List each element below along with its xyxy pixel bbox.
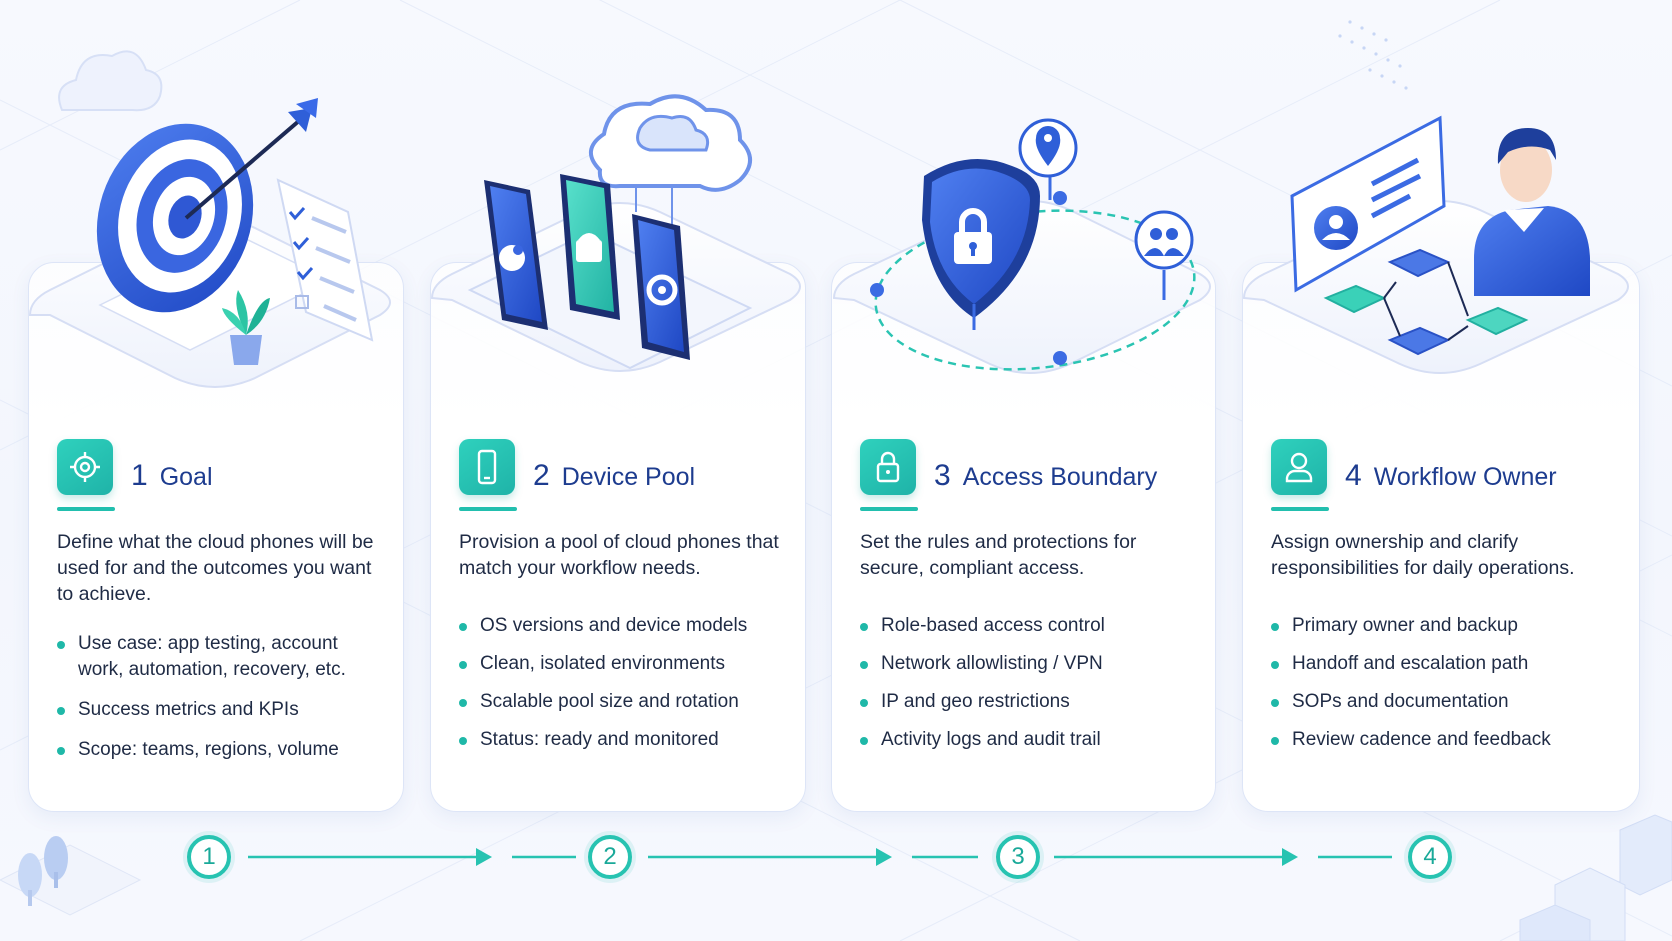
list-item: Activity logs and audit trail (860, 727, 1199, 753)
step-bullets: Use case: app testing, account work, aut… (57, 631, 363, 777)
step-card-access-boundary: 3 Access Boundary Set the rules and prot… (831, 262, 1216, 812)
list-item: Network allowlisting / VPN (860, 651, 1199, 677)
step-number: 2 (533, 459, 550, 492)
list-item: IP and geo restrictions (860, 689, 1199, 715)
step-number: 3 (934, 459, 951, 492)
timeline-step-4: 4 (1408, 835, 1452, 879)
cube-decoration-icon (1519, 814, 1672, 941)
list-item: Scalable pool size and rotation (459, 689, 789, 715)
list-item: OS versions and device models (459, 613, 789, 639)
step-number: 4 (1345, 459, 1362, 492)
list-item: SOPs and documentation (1271, 689, 1623, 715)
list-item: Review cadence and feedback (1271, 727, 1623, 753)
step-card-workflow-owner: 4 Workflow Owner Assign ownership and cl… (1242, 262, 1640, 812)
timeline-step-2: 2 (588, 835, 632, 879)
list-item: Handoff and escalation path (1271, 651, 1623, 677)
step-header: 2 Device Pool (459, 439, 695, 511)
step-title: 1 Goal (131, 459, 213, 493)
step-title: 4 Workflow Owner (1345, 459, 1557, 493)
step-description: Assign ownership and clarify responsibil… (1271, 531, 1575, 579)
user-icon (1271, 439, 1327, 495)
padlock-icon (860, 439, 916, 495)
step-title-text: Device Pool (561, 463, 696, 491)
timeline-step-1: 1 (187, 835, 231, 879)
list-item: Use case: app testing, account work, aut… (57, 631, 363, 683)
step-bullets: Primary owner and backup Handoff and esc… (1271, 613, 1623, 765)
tree-decoration-icon (0, 836, 142, 916)
list-item: Role-based access control (860, 613, 1199, 639)
list-item: Success metrics and KPIs (57, 697, 363, 723)
goal-illustration (29, 103, 403, 303)
step-bullets: OS versions and device models Clean, iso… (459, 613, 789, 765)
step-description: Define what the cloud phones will be use… (57, 531, 374, 605)
list-item: Clean, isolated environments (459, 651, 789, 677)
step-header: 1 Goal (57, 439, 213, 511)
icon-underline (1271, 507, 1329, 511)
step-title: 3 Access Boundary (934, 459, 1157, 493)
step-card-goal: 1 Goal Define what the cloud phones will… (28, 262, 404, 812)
list-item: Status: ready and monitored (459, 727, 789, 753)
step-title-text: Goal (159, 463, 213, 491)
cloud-decoration-icon (58, 50, 163, 112)
step-description: Set the rules and protections for secure… (860, 531, 1137, 579)
step-title-text: Access Boundary (962, 463, 1158, 491)
step-card-device-pool: 2 Device Pool Provision a pool of cloud … (430, 262, 806, 812)
step-number: 1 (131, 459, 148, 492)
smartphone-icon (459, 439, 515, 495)
step-header: 4 Workflow Owner (1271, 439, 1557, 511)
list-item: Scope: teams, regions, volume (57, 737, 363, 763)
step-description: Provision a pool of cloud phones that ma… (459, 531, 779, 579)
list-item: Primary owner and backup (1271, 613, 1623, 639)
icon-underline (459, 507, 517, 511)
step-title-text: Workflow Owner (1373, 463, 1557, 491)
icon-underline (860, 507, 918, 511)
step-bullets: Role-based access control Network allowl… (860, 613, 1199, 765)
step-title: 2 Device Pool (533, 459, 695, 493)
target-icon (57, 439, 113, 495)
timeline-step-3: 3 (996, 835, 1040, 879)
step-header: 3 Access Boundary (860, 439, 1157, 511)
icon-underline (57, 507, 115, 511)
